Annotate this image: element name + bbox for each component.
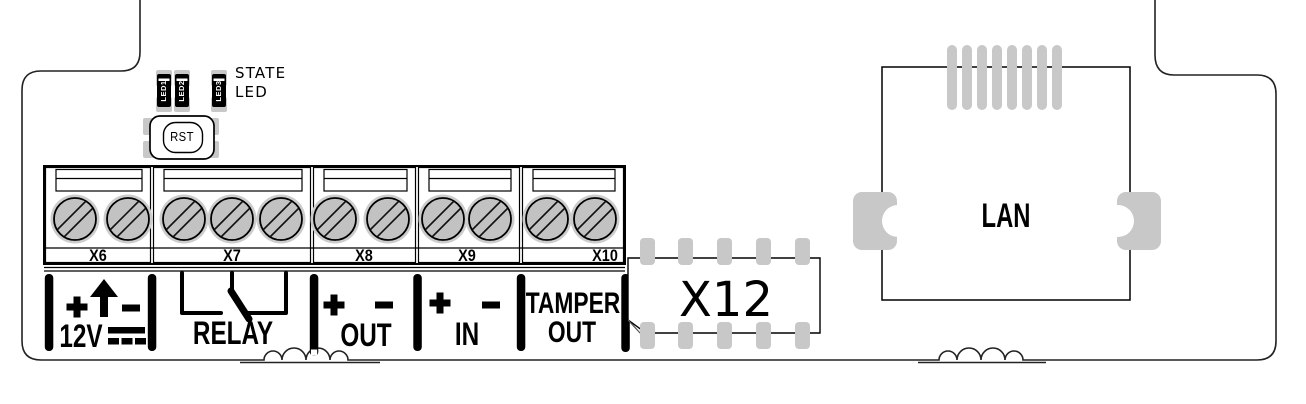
- section-label-tamper: TAMPER: [525, 287, 621, 320]
- led1-label: LED1: [159, 80, 168, 102]
- wire-slots: [55, 168, 616, 192]
- x12-header-label: X12: [679, 272, 773, 328]
- lan-connector-label: LAN: [981, 197, 1031, 235]
- section-label-12v: 12V: [59, 318, 103, 354]
- lan-shield-tab: [853, 192, 897, 250]
- arrow-up-icon: [100, 294, 108, 317]
- terminal-strip: [43, 165, 626, 272]
- section-divider: [309, 274, 319, 356]
- screw-terminal: [464, 193, 516, 245]
- polarity-symbols: [323, 292, 500, 316]
- minus-icon: [482, 301, 500, 309]
- screw-terminal: [309, 193, 361, 245]
- dc-voltage-icon: [108, 327, 145, 334]
- section-label-out: OUT: [340, 317, 392, 353]
- lan-connector: [853, 45, 1161, 301]
- screw-terminal: [206, 193, 258, 245]
- lan-shield-tab: [1117, 192, 1161, 250]
- relay-contact-icon: [180, 271, 288, 323]
- section-divider: [147, 274, 157, 351]
- section-label-in: IN: [454, 316, 480, 352]
- screw-terminal: [569, 193, 621, 245]
- screw-terminal: [49, 193, 101, 245]
- terminal-id-x10: X10: [592, 246, 618, 265]
- dc-voltage-icon: [135, 338, 146, 345]
- minus-icon: [375, 301, 393, 309]
- plus-icon: [436, 292, 444, 314]
- board-outline: [21, 0, 1277, 364]
- screw-terminal: [102, 193, 154, 245]
- x12-header: [627, 238, 821, 349]
- dc-supply-symbols: [66, 279, 146, 345]
- reset-button: [143, 115, 219, 160]
- section-divider: [44, 274, 54, 351]
- reset-button-label: RST: [170, 130, 194, 144]
- screw-terminal: [417, 193, 469, 245]
- dc-voltage-icon: [121, 338, 133, 345]
- led2-label: LED2: [177, 80, 186, 102]
- led3-label: LED3: [214, 80, 223, 102]
- screw-terminal: [255, 193, 307, 245]
- arrow-up-icon: [90, 279, 118, 297]
- plus-icon: [330, 294, 338, 316]
- state-led-label-line1: STATE: [235, 64, 287, 82]
- terminal-id-x7: X7: [223, 246, 241, 265]
- section-label-tamper-out: OUT: [547, 316, 597, 349]
- terminal-id-x9: X9: [458, 246, 476, 265]
- divider-notch: [310, 349, 318, 356]
- screw-terminal: [521, 193, 573, 245]
- section-label-relay: RELAY: [192, 315, 274, 351]
- terminal-id-x6: X6: [89, 246, 107, 265]
- state-led-label-line2: LED: [235, 83, 268, 101]
- screw-terminal: [158, 193, 210, 245]
- dc-voltage-icon: [108, 338, 119, 345]
- terminal-id-x8: X8: [355, 246, 373, 265]
- plus-icon: [73, 296, 81, 318]
- section-divider: [413, 274, 422, 351]
- screw-terminals: [49, 193, 621, 245]
- minus-icon: [122, 304, 140, 312]
- screw-terminal: [362, 193, 414, 245]
- section-divider: [516, 274, 526, 351]
